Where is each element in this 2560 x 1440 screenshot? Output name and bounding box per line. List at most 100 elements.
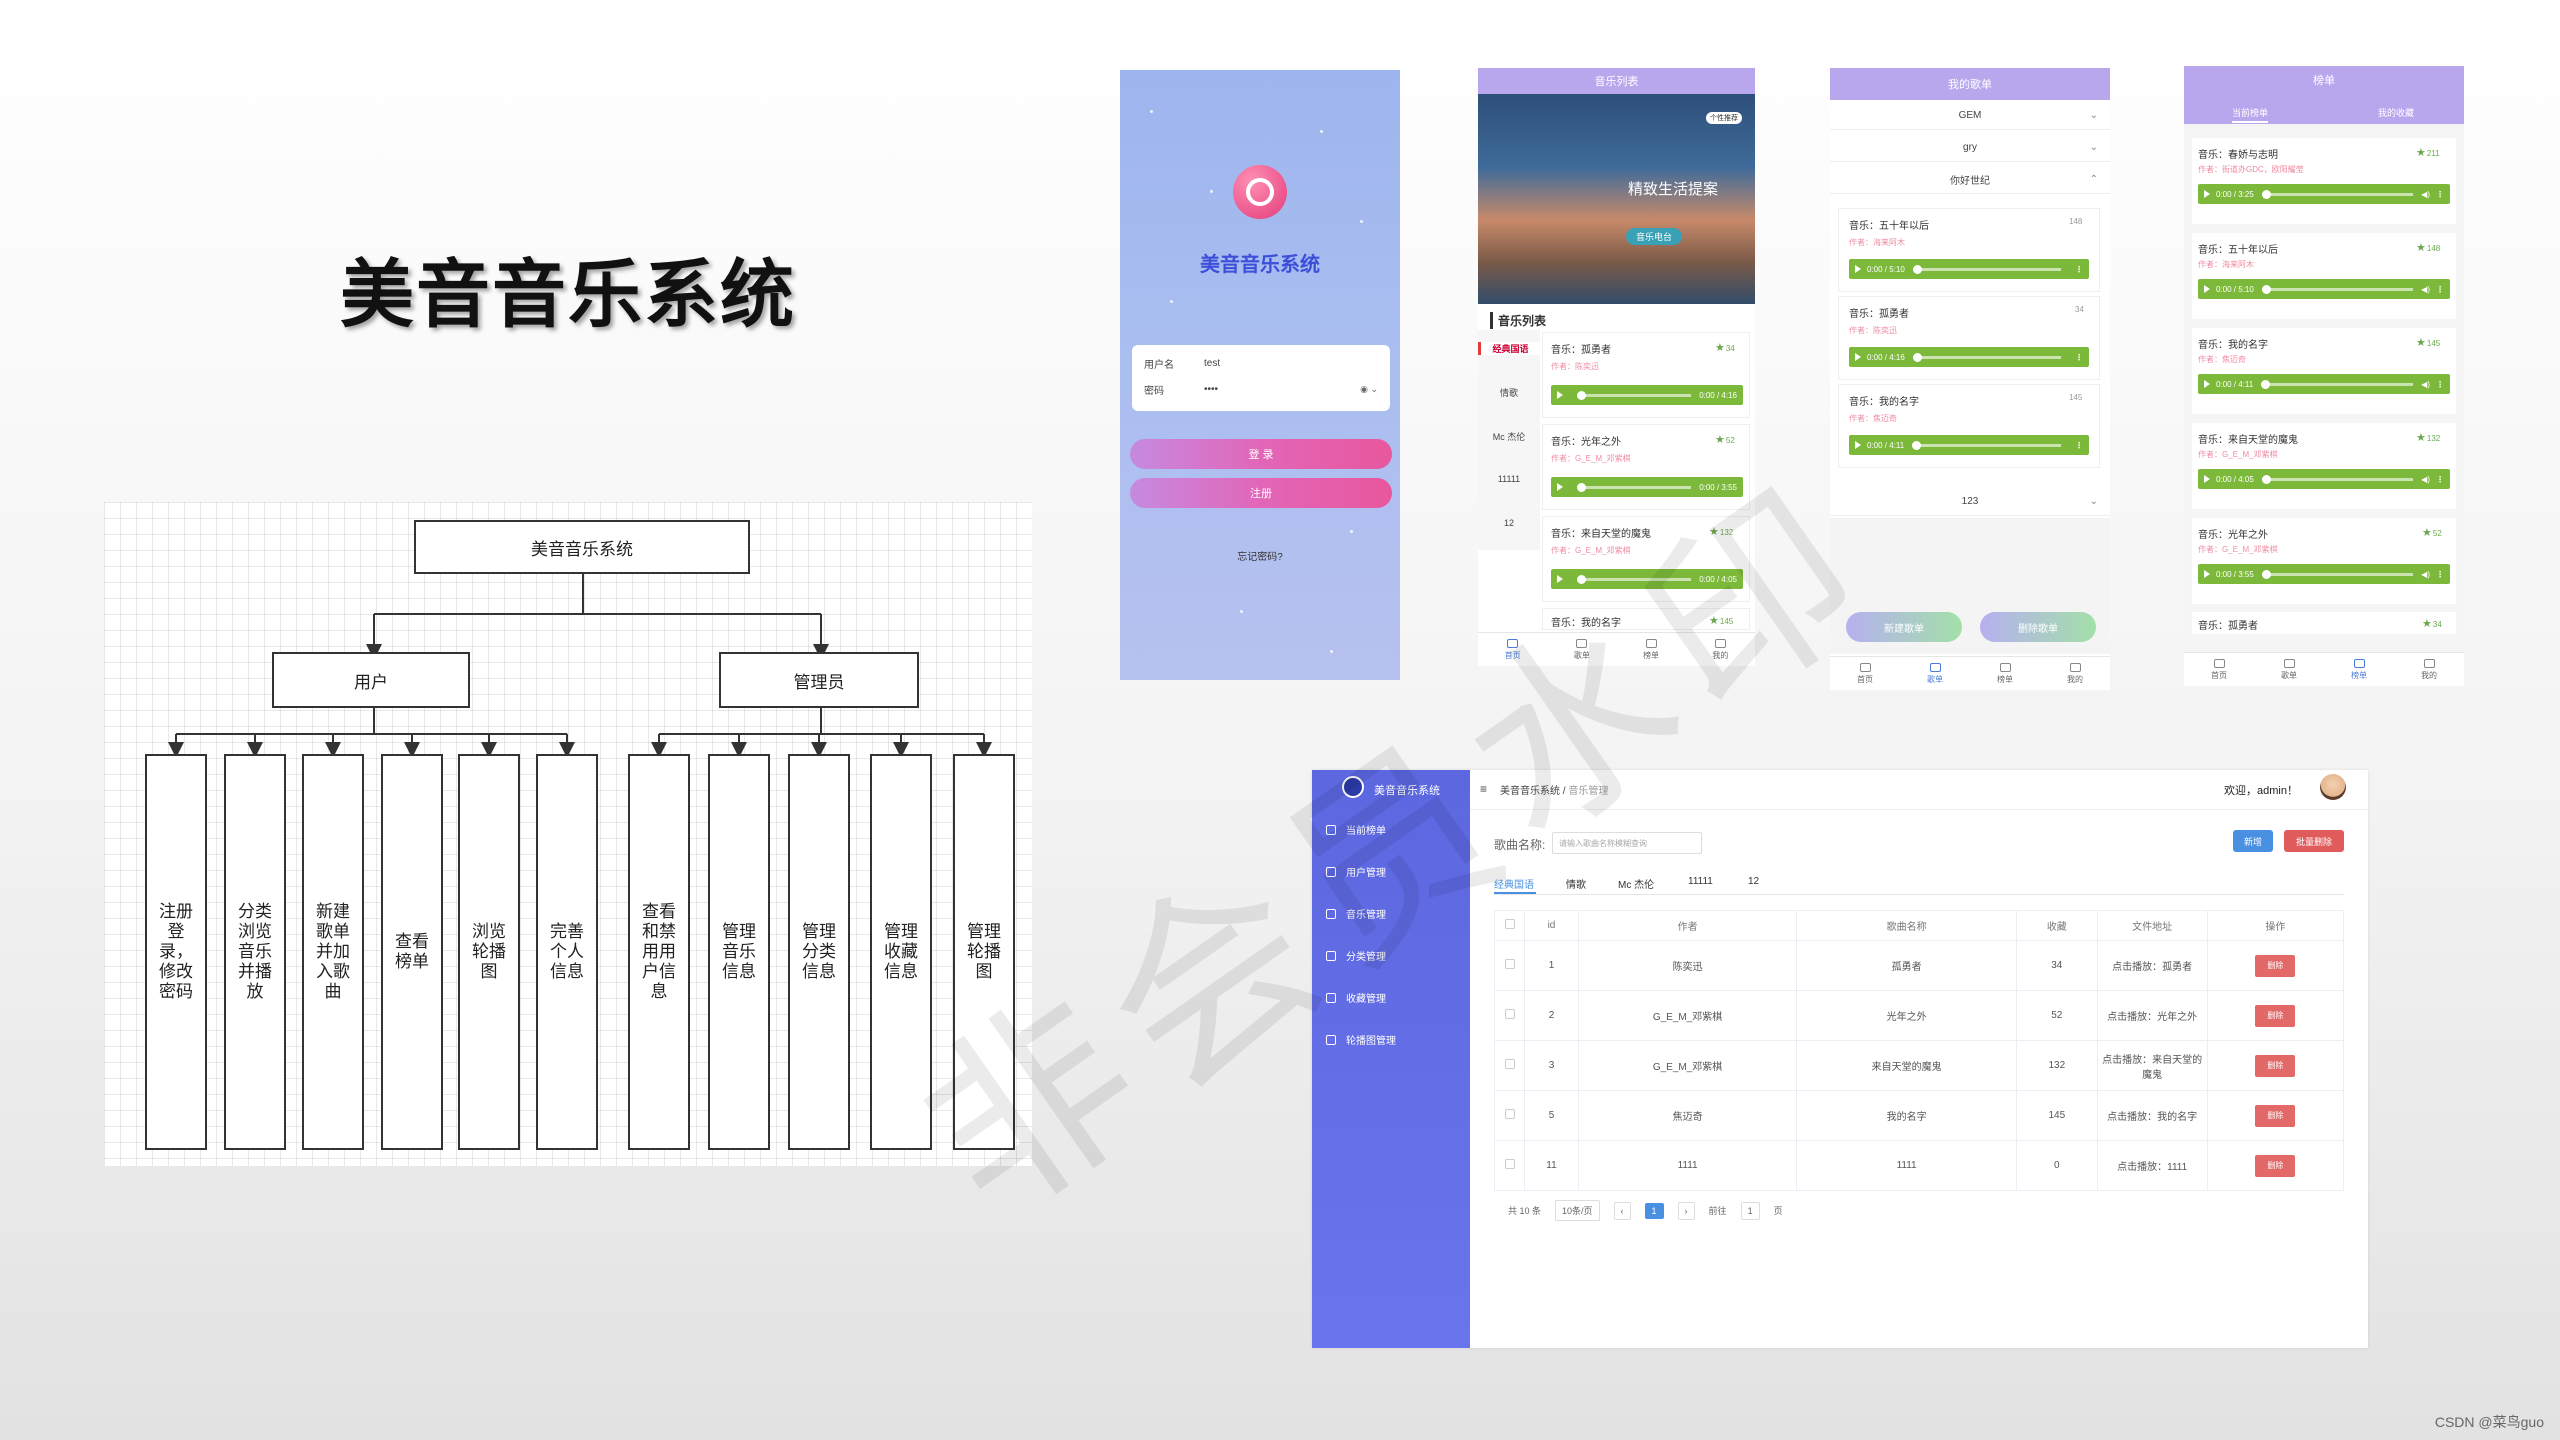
sidebar-item-favorites[interactable]: 收藏管理 — [1326, 990, 1386, 1005]
tab-category[interactable]: 情歌 — [1566, 880, 1586, 891]
tab-current-chart[interactable]: 当前榜单 — [2232, 106, 2269, 123]
search-input[interactable]: 请输入歌曲名称模糊查询 — [1552, 832, 1702, 854]
column-header: 作者 — [1577, 910, 1798, 941]
batch-delete-button[interactable]: 批量删除 — [2284, 830, 2344, 852]
tab-home[interactable]: 首页 — [1857, 662, 1873, 685]
audio-player[interactable]: 0:00 / 4:16⋮ — [1849, 347, 2089, 367]
charts-header — [2184, 66, 2464, 124]
playlist-row[interactable]: 你好世纪⌃ — [1830, 166, 2110, 194]
fav-count[interactable]: ★34 — [1715, 342, 1735, 354]
file-link[interactable]: 点击播放：来自天堂的魔鬼 — [2096, 1040, 2208, 1091]
audio-player[interactable]: 0:00 / 4:16 — [1551, 385, 1743, 405]
row-checkbox[interactable] — [1504, 1159, 1515, 1169]
next-page-icon[interactable]: › — [1677, 1201, 1695, 1220]
song-name: 音乐：孤勇者 — [1849, 309, 1909, 320]
play-icon — [2204, 475, 2210, 483]
sidebar-item-charts[interactable]: 当前榜单 — [1326, 822, 1386, 837]
audio-player[interactable]: 0:00 / 5:10⋮ — [1849, 259, 2089, 279]
audio-player[interactable]: 0:00 / 4:05 — [1551, 569, 1743, 589]
fav-count[interactable]: ★211 — [2416, 147, 2440, 159]
file-link[interactable]: 点击播放：孤勇者 — [2096, 940, 2208, 991]
new-playlist-button[interactable]: 新建歌单 — [1846, 612, 1962, 642]
sidebar-item-carousel[interactable]: 轮播图管理 — [1326, 1032, 1396, 1047]
tab-charts[interactable]: 榜单 — [2351, 658, 2367, 681]
fav-count[interactable]: ★52 — [2422, 527, 2442, 539]
fav-count[interactable]: ★132 — [1709, 526, 1734, 538]
add-button[interactable]: 新增 — [2233, 830, 2273, 852]
menu-toggle-icon[interactable]: ≡ — [1480, 782, 1488, 796]
sidebar-item-users[interactable]: 用户管理 — [1326, 864, 1386, 879]
delete-button[interactable]: 删除 — [2255, 1004, 2296, 1027]
tab-charts[interactable]: 榜单 — [1997, 662, 2013, 685]
tab-category[interactable]: Mc 杰伦 — [1618, 880, 1655, 891]
fav-count[interactable]: ★52 — [1715, 434, 1735, 446]
category-item[interactable]: 经典国语 — [1478, 342, 1540, 355]
fav-count[interactable]: ★34 — [2422, 618, 2442, 630]
playlist-row[interactable]: GEM⌄ — [1830, 102, 2110, 130]
fav-count[interactable]: ★145 — [1709, 615, 1734, 627]
tab-mine[interactable]: 我的 — [2067, 662, 2083, 685]
fav-count[interactable]: ★148 — [2416, 242, 2441, 254]
banner-button[interactable]: 音乐电台 — [1626, 228, 1683, 245]
audio-player[interactable]: 0:00 / 5:10◀)⋮ — [2198, 279, 2450, 299]
fav-count[interactable]: ★132 — [2416, 432, 2441, 444]
tab-charts[interactable]: 榜单 — [1643, 638, 1659, 661]
avatar[interactable] — [2320, 774, 2346, 800]
file-link[interactable]: 点击播放：光年之外 — [2096, 990, 2208, 1041]
login-form: 用户名 test 密码 •••• ◉ ⌄ — [1132, 345, 1390, 411]
category-item[interactable]: Mc 杰伦 — [1492, 432, 1526, 442]
sidebar-item-categories[interactable]: 分类管理 — [1326, 948, 1386, 963]
username-field[interactable]: 用户名 test — [1144, 351, 1378, 375]
current-page[interactable]: 1 — [1644, 1202, 1664, 1219]
category-item[interactable]: 情歌 — [1499, 388, 1518, 398]
forgot-password-link[interactable]: 忘记密码? — [1237, 552, 1283, 563]
play-icon — [1557, 483, 1563, 491]
tab-mine[interactable]: 我的 — [1712, 638, 1728, 661]
tab-home[interactable]: 首页 — [1505, 638, 1521, 661]
delete-button[interactable]: 删除 — [2255, 1154, 2296, 1177]
audio-player[interactable]: 0:00 / 3:25◀)⋮ — [2198, 184, 2450, 204]
song-card: 音乐：孤勇者 ★34 — [2192, 612, 2456, 634]
select-all-checkbox[interactable] — [1504, 919, 1515, 929]
sidebar-item-music[interactable]: 音乐管理 — [1326, 906, 1386, 921]
file-link[interactable]: 点击播放：1111 — [2096, 1140, 2208, 1191]
tab-my-favorites[interactable]: 我的收藏 — [2378, 108, 2415, 118]
audio-player[interactable]: 0:00 / 4:11◀)⋮ — [2198, 374, 2450, 394]
eye-icon[interactable]: ◉ ⌄ — [1360, 383, 1378, 394]
delete-playlist-button[interactable]: 删除歌单 — [1980, 612, 2096, 642]
playlist-row[interactable]: gry⌄ — [1830, 134, 2110, 162]
file-link[interactable]: 点击播放：我的名字 — [2096, 1090, 2208, 1141]
login-button[interactable]: 登 录 — [1130, 439, 1392, 469]
category-item[interactable]: 12 — [1503, 518, 1514, 528]
row-checkbox[interactable] — [1504, 1109, 1515, 1119]
tab-home[interactable]: 首页 — [2211, 658, 2227, 681]
page-size-select[interactable]: 10条/页 — [1555, 1200, 1600, 1221]
fav-count[interactable]: ★145 — [2416, 337, 2441, 349]
goto-page-input[interactable]: 1 — [1740, 1201, 1760, 1220]
tab-category[interactable]: 11111 — [1688, 876, 1713, 887]
tab-category[interactable]: 12 — [1748, 876, 1760, 887]
row-checkbox[interactable] — [1504, 1009, 1515, 1019]
category-item[interactable]: 11111 — [1497, 474, 1521, 484]
audio-player[interactable]: 0:00 / 4:05◀)⋮ — [2198, 469, 2450, 489]
tab-playlist[interactable]: 歌单 — [2281, 658, 2297, 681]
audio-player[interactable]: 0:00 / 3:55◀)⋮ — [2198, 564, 2450, 584]
password-field[interactable]: 密码 •••• ◉ ⌄ — [1144, 377, 1378, 401]
delete-button[interactable]: 删除 — [2255, 954, 2296, 977]
row-checkbox[interactable] — [1504, 959, 1515, 969]
carousel-banner[interactable] — [1478, 94, 1755, 304]
tab-playlist[interactable]: 歌单 — [1927, 662, 1943, 685]
delete-button[interactable]: 删除 — [2255, 1104, 2296, 1127]
tab-playlist[interactable]: 歌单 — [1574, 638, 1590, 661]
prev-page-icon[interactable]: ‹ — [1613, 1201, 1631, 1220]
register-button[interactable]: 注册 — [1130, 478, 1392, 508]
delete-button[interactable]: 删除 — [2255, 1054, 2296, 1077]
tab-category[interactable]: 经典国语 — [1494, 880, 1534, 891]
tab-mine[interactable]: 我的 — [2421, 658, 2437, 681]
audio-player[interactable]: 0:00 / 3:55 — [1551, 477, 1743, 497]
bottom-tabbar: 首页 歌单 榜单 我的 — [2184, 652, 2464, 686]
audio-player[interactable]: 0:00 / 4:11⋮ — [1849, 435, 2089, 455]
playlist-row[interactable]: 123⌄ — [1830, 488, 2110, 516]
row-checkbox[interactable] — [1504, 1059, 1515, 1069]
